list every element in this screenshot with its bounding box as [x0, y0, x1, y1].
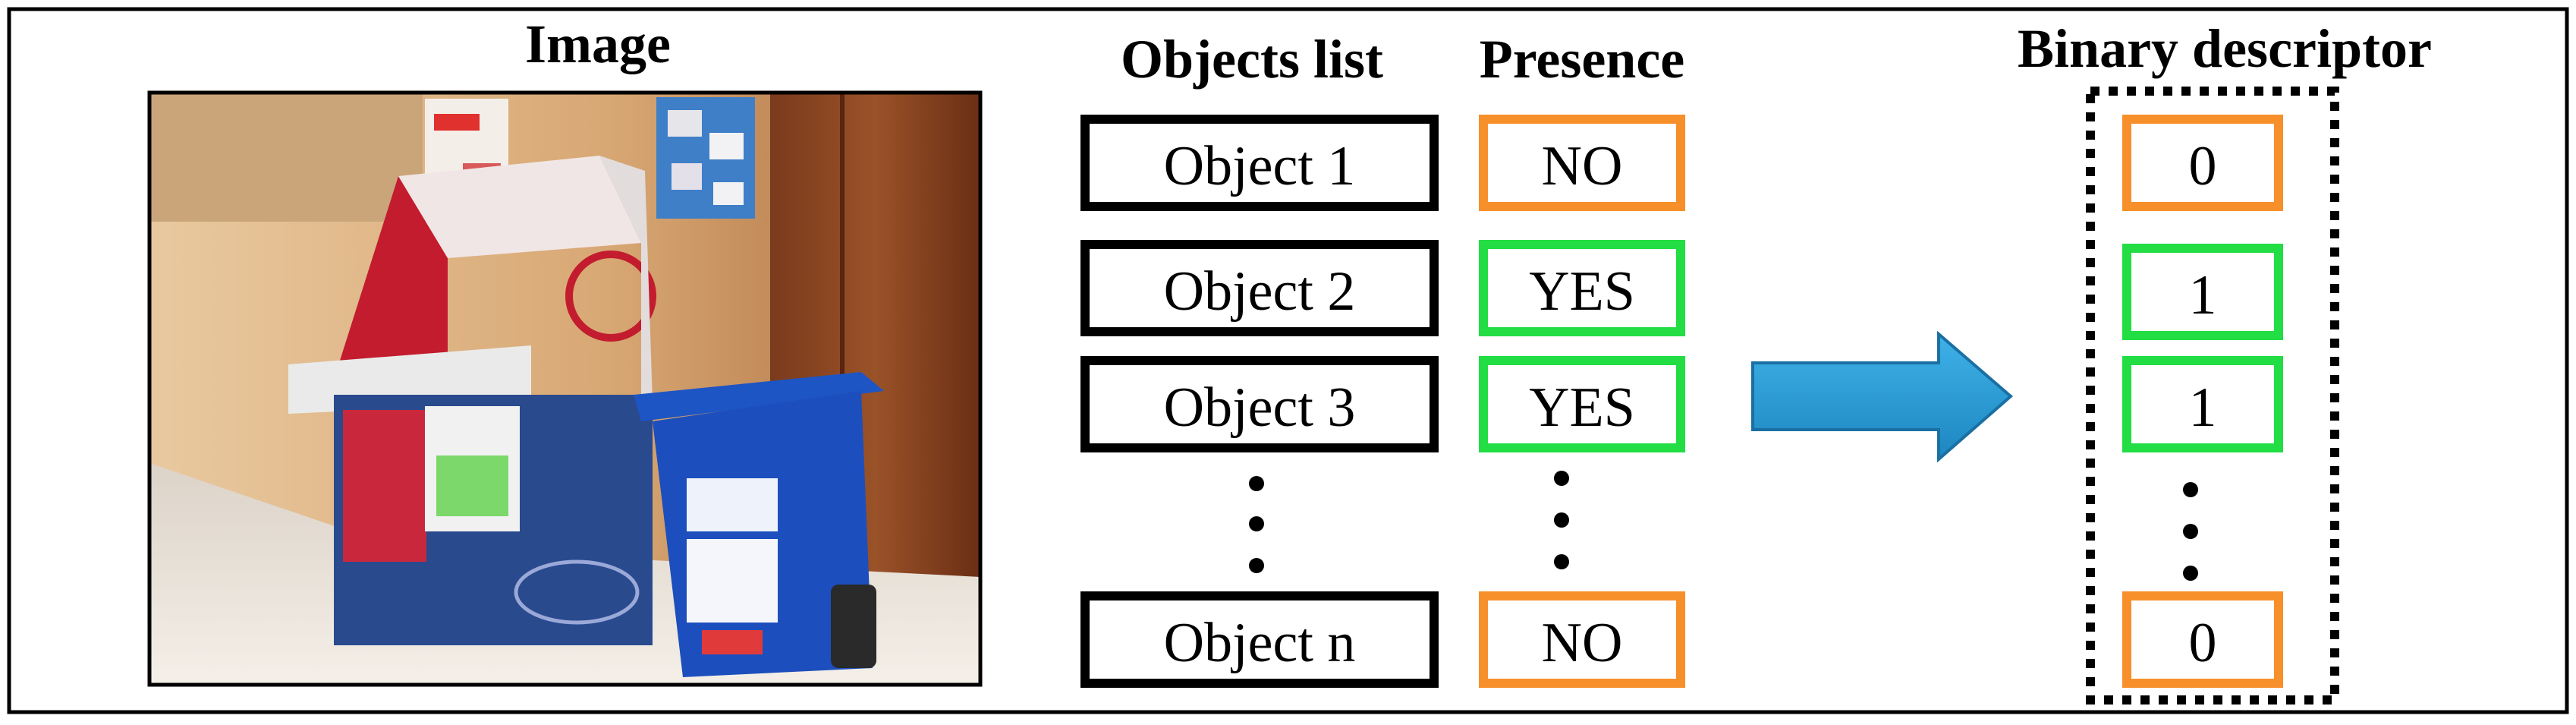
scene-photo	[147, 90, 983, 687]
object-box-3	[1080, 356, 1439, 452]
binary-descriptor-container	[2086, 87, 2339, 705]
bit-box-2	[2122, 244, 2283, 340]
object-box-2	[1080, 240, 1439, 336]
header-binary-descriptor: Binary descriptor	[2018, 18, 2432, 79]
right-arrow-icon	[1751, 330, 2014, 463]
recycling-kiosk	[288, 156, 656, 645]
presence-box-n	[1479, 591, 1685, 688]
presence-box-2	[1479, 240, 1685, 336]
header-presence: Presence	[1480, 29, 1685, 90]
bit-label-2: 1	[2189, 264, 2217, 326]
presence-label-1: NO	[1542, 135, 1623, 197]
presence-label-2: YES	[1529, 260, 1635, 323]
bit-label-n: 0	[2189, 612, 2217, 674]
object-box-1	[1080, 115, 1439, 211]
object-box-n	[1080, 591, 1439, 688]
blue-bin	[634, 372, 884, 677]
header-objects-list: Objects list	[1121, 29, 1383, 90]
bit-box-1	[2122, 115, 2283, 211]
header-image: Image	[525, 14, 671, 74]
bit-label-3: 1	[2189, 377, 2217, 439]
object-label-3: Object 3	[1164, 377, 1356, 439]
object-label-2: Object 2	[1164, 260, 1356, 323]
ellipsis-presence	[1554, 471, 1569, 569]
presence-box-3	[1479, 356, 1685, 452]
ellipsis-bits	[2183, 482, 2198, 581]
corkboard	[149, 93, 423, 222]
presence-label-3: YES	[1529, 377, 1635, 439]
presence-label-n: NO	[1542, 612, 1623, 674]
ellipsis-objects	[1249, 476, 1264, 573]
presence-box-1	[1479, 115, 1685, 211]
bit-box-n	[2122, 591, 2283, 688]
bit-box-3	[2122, 356, 2283, 452]
object-label-1: Object 1	[1164, 135, 1356, 197]
bit-label-1: 0	[2189, 135, 2217, 197]
object-label-n: Object n	[1164, 612, 1356, 674]
photo-frame	[147, 90, 983, 687]
